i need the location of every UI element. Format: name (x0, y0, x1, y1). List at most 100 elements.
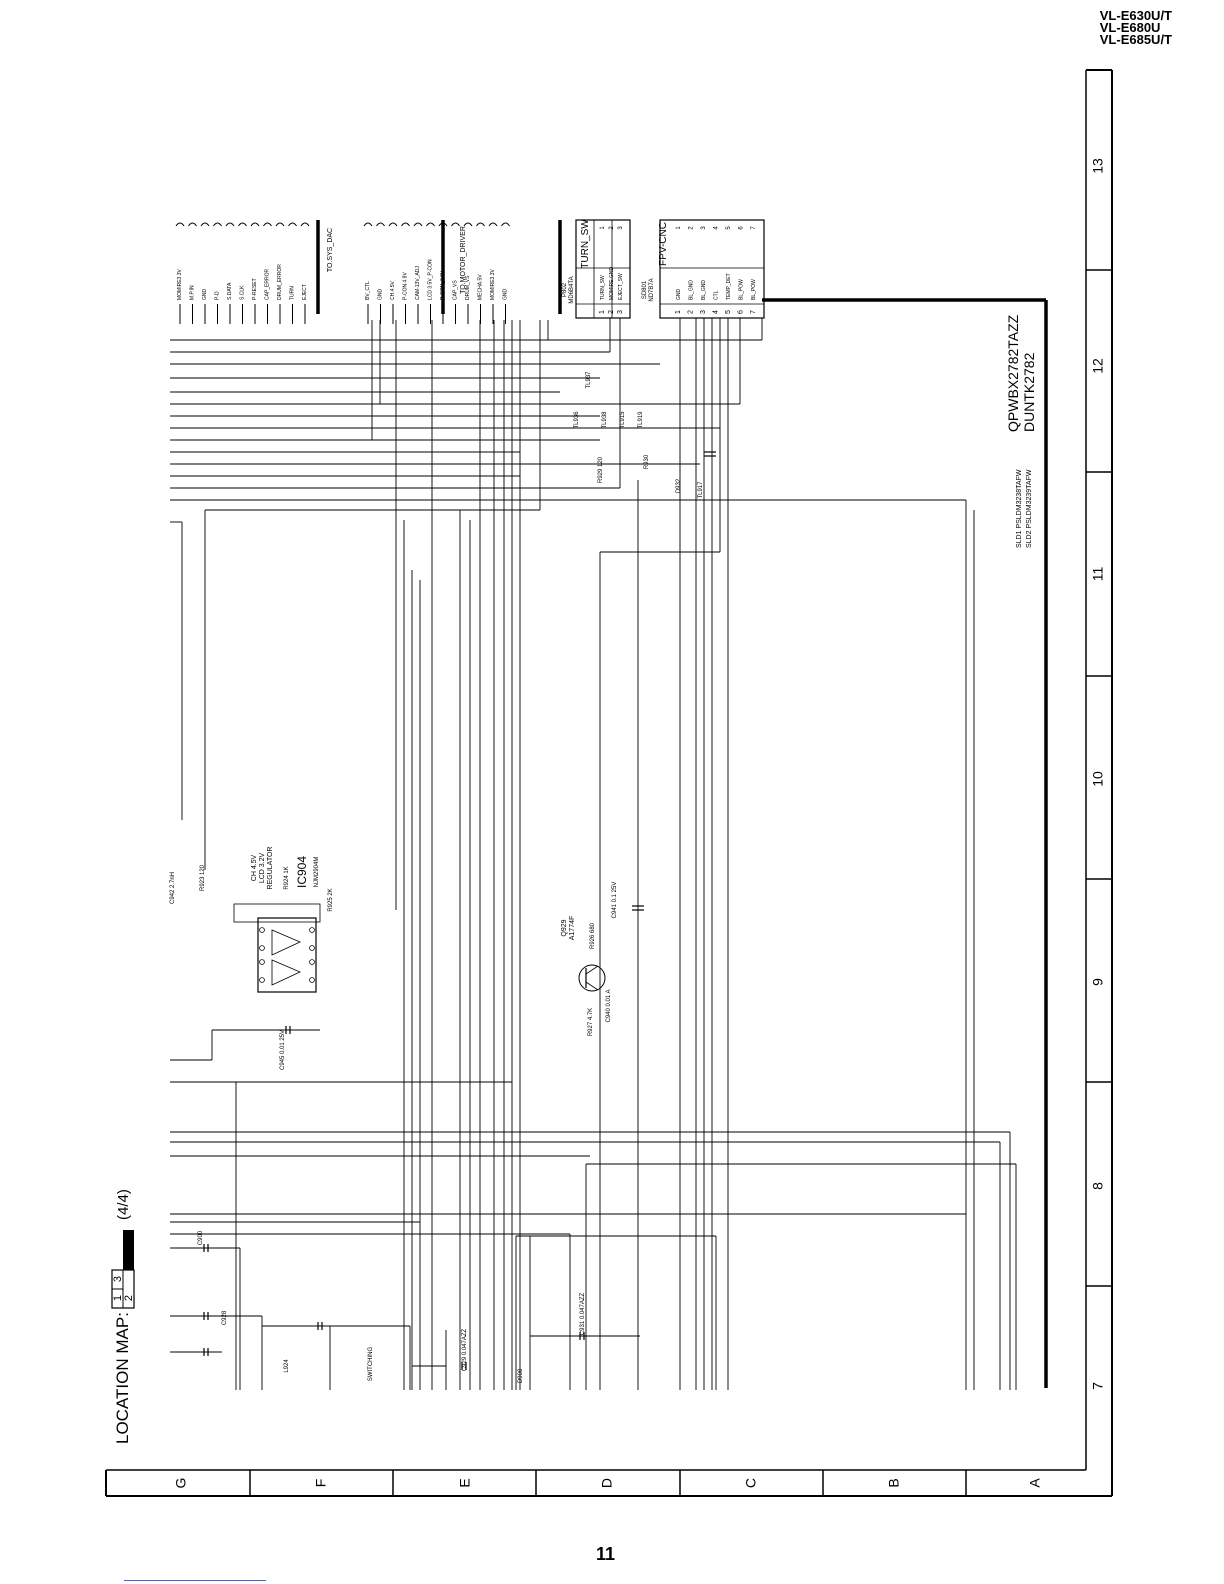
fpv-cnc-pin-number: 5 (725, 310, 732, 314)
c900: C900 (198, 1230, 204, 1245)
component-labels: TL937 TL936 TL938 TL915 TL919 TL917 R929… (170, 371, 704, 1383)
fpv-cnc-pin-name: BL_POW (751, 279, 757, 300)
motor-driver-pin-label: GND (503, 289, 509, 301)
fpv-cnc-pin-name: BL_POW (739, 279, 745, 300)
frame (105, 69, 1113, 1497)
motor-driver-pin-label: MOMIRE3.3V (490, 268, 496, 300)
sys-dac-pin-label: EJECT (302, 284, 308, 300)
motor-driver-pin-symbol (451, 222, 460, 227)
sys-dac-pin-symbol (213, 222, 222, 227)
sys-dac-title: TO.SYS_DAC (327, 228, 334, 272)
sys-dac-pin-symbol (300, 222, 310, 227)
unit-number: DUNTK2782 (1021, 352, 1037, 432)
turn-sw-pin-number-right: 1 (600, 226, 606, 230)
ic904-desc-3: REGULATOR (267, 847, 274, 890)
sys-dac-pin-label: S.DATA (227, 282, 233, 300)
turn-sw-pin-number-right: 2 (609, 226, 615, 230)
motor-driver-pin-label: LCD 3.5V_P-CON (428, 259, 434, 300)
board-outline (762, 298, 1048, 1388)
location-map-fraction: (4/4) (115, 1189, 132, 1220)
model-number-2: VL-E680U (1099, 20, 1161, 35)
sld2-label: SLD2 PSLDM3239TAFW (1026, 469, 1033, 548)
motor-driver-pin-label: CAP_VS (453, 280, 459, 300)
col-label-10: 10 (1090, 771, 1106, 787)
r929: R929 120 (598, 456, 604, 483)
vertical-wires (181, 318, 1017, 1390)
motor-driver-pin-symbol (401, 222, 410, 227)
turn-sw-pin-number: 1 (599, 310, 606, 314)
turn-sw-ref: P802 (562, 282, 568, 297)
col-label-9: 9 (1090, 978, 1106, 986)
fpv-cnc-pin-number: 7 (750, 310, 757, 314)
capacitor-symbols (203, 451, 716, 1370)
sys-dac-pin-symbol (175, 222, 185, 227)
sys-dac-pin-label: GND (202, 289, 208, 301)
horizontal-wires (170, 339, 1016, 1367)
location-map-cell-1: 1 (112, 1295, 124, 1301)
column-grid (1086, 269, 1112, 1287)
model-numbers: VL-E630U/T VL-E680U VL-E685U/T (1099, 9, 1172, 46)
turn-sw-pin-name: EJECT_SW (618, 273, 624, 300)
tl-937: TL937 (586, 371, 592, 389)
fpv-cnc-pin-name: TEMP_DET (726, 273, 732, 300)
motor-driver-pin-label: CAM-13V_ADJ (415, 266, 421, 300)
motor-driver-pin-symbol (488, 222, 498, 227)
ic904-desc-1: CH 4.5V (251, 854, 258, 881)
column-labels: 13 12 11 10 9 8 7 (1090, 158, 1106, 1390)
sys-dac-pin-label: TURN (290, 286, 296, 300)
fpv-cnc-pin-number-right: 4 (714, 226, 720, 230)
row-label-f: F (313, 1479, 329, 1488)
board-labels: QPWBX2782TAZZ DUNTK2782 SLD1 PSLDM3238TA… (1005, 314, 1037, 548)
motor-driver-pin-symbol (413, 222, 423, 227)
row-label-c: C (743, 1478, 759, 1488)
r927: R927 4.7K (588, 1008, 594, 1036)
ic904-part: NJM2904M (314, 857, 320, 888)
r925: R925 2K (328, 888, 334, 911)
motor-driver-pin-label: P-CON.4.9V (403, 272, 409, 300)
r924: R924 1K (284, 866, 290, 889)
motor-driver-pin-label: CH.4.5V (390, 280, 396, 300)
row-label-d: D (599, 1478, 615, 1488)
footer-link[interactable] (124, 1580, 266, 1581)
turn-sw-pin-name: MOMIRE.GND (609, 267, 615, 300)
ic904: IC904 NJM2904M CH 4.5V LCD 3.2V REGULATO… (233, 847, 321, 993)
motor-driver-pin-symbol (463, 222, 473, 227)
location-map-label: LOCATION MAP: (113, 1312, 132, 1444)
turn-sw-pin-number: 2 (608, 310, 615, 314)
fpv-cnc-pin-number: 3 (700, 310, 707, 314)
motor-driver-pin-symbol (426, 222, 435, 227)
sys-dac-pin-symbol (238, 222, 247, 227)
fpv-cnc-pin-number: 4 (713, 310, 720, 314)
tl-915: TL915 (620, 411, 626, 429)
sys-dac-pin-symbol (263, 222, 272, 227)
motor-driver-pin-symbol (376, 222, 385, 227)
c942: C942 2.7nH (170, 872, 176, 904)
motor-driver-pin-label: P-CON_3.3V (440, 270, 446, 300)
fpv-cnc-pin-name: GND (676, 289, 682, 301)
sys-dac-pin-label: CAP_ERROR (265, 268, 271, 300)
q929-transistor: Q929 A1774F (561, 916, 606, 992)
fpv-cnc-pin-number: 6 (738, 310, 745, 314)
motor-driver-pin-label: DRUM_VS (465, 275, 471, 300)
sys-dac-pin-label: P-RESET (252, 278, 258, 300)
fpv-cnc-pin-number-right: 3 (701, 226, 707, 230)
c928: C928 (222, 1310, 228, 1325)
fpv-cnc-pin-name: BL_GND (701, 280, 707, 300)
fpv-cnc-pin-number-right: 6 (739, 226, 745, 230)
c945: C945 0.01 25V (280, 1030, 286, 1070)
fpv-cnc-pin-name: CTL (714, 290, 720, 300)
motor-driver-pin-symbol (388, 222, 398, 227)
sys-dac-pin-symbol (250, 222, 260, 227)
row-label-a: A (1027, 1478, 1043, 1488)
q929-part: A1774F (569, 916, 576, 941)
pwb-number: QPWBX2782TAZZ (1005, 314, 1021, 432)
motor-driver-pin-symbol (363, 222, 373, 227)
tl-936: TL936 (574, 411, 580, 429)
motor-driver-pin-label: GND (378, 289, 384, 301)
switching-label: SWITCHING (368, 1347, 374, 1382)
col-label-11: 11 (1090, 567, 1106, 582)
sys-dac-pin-symbol (288, 222, 297, 227)
sys-dac-pin-label: M.P.IN (190, 285, 196, 300)
